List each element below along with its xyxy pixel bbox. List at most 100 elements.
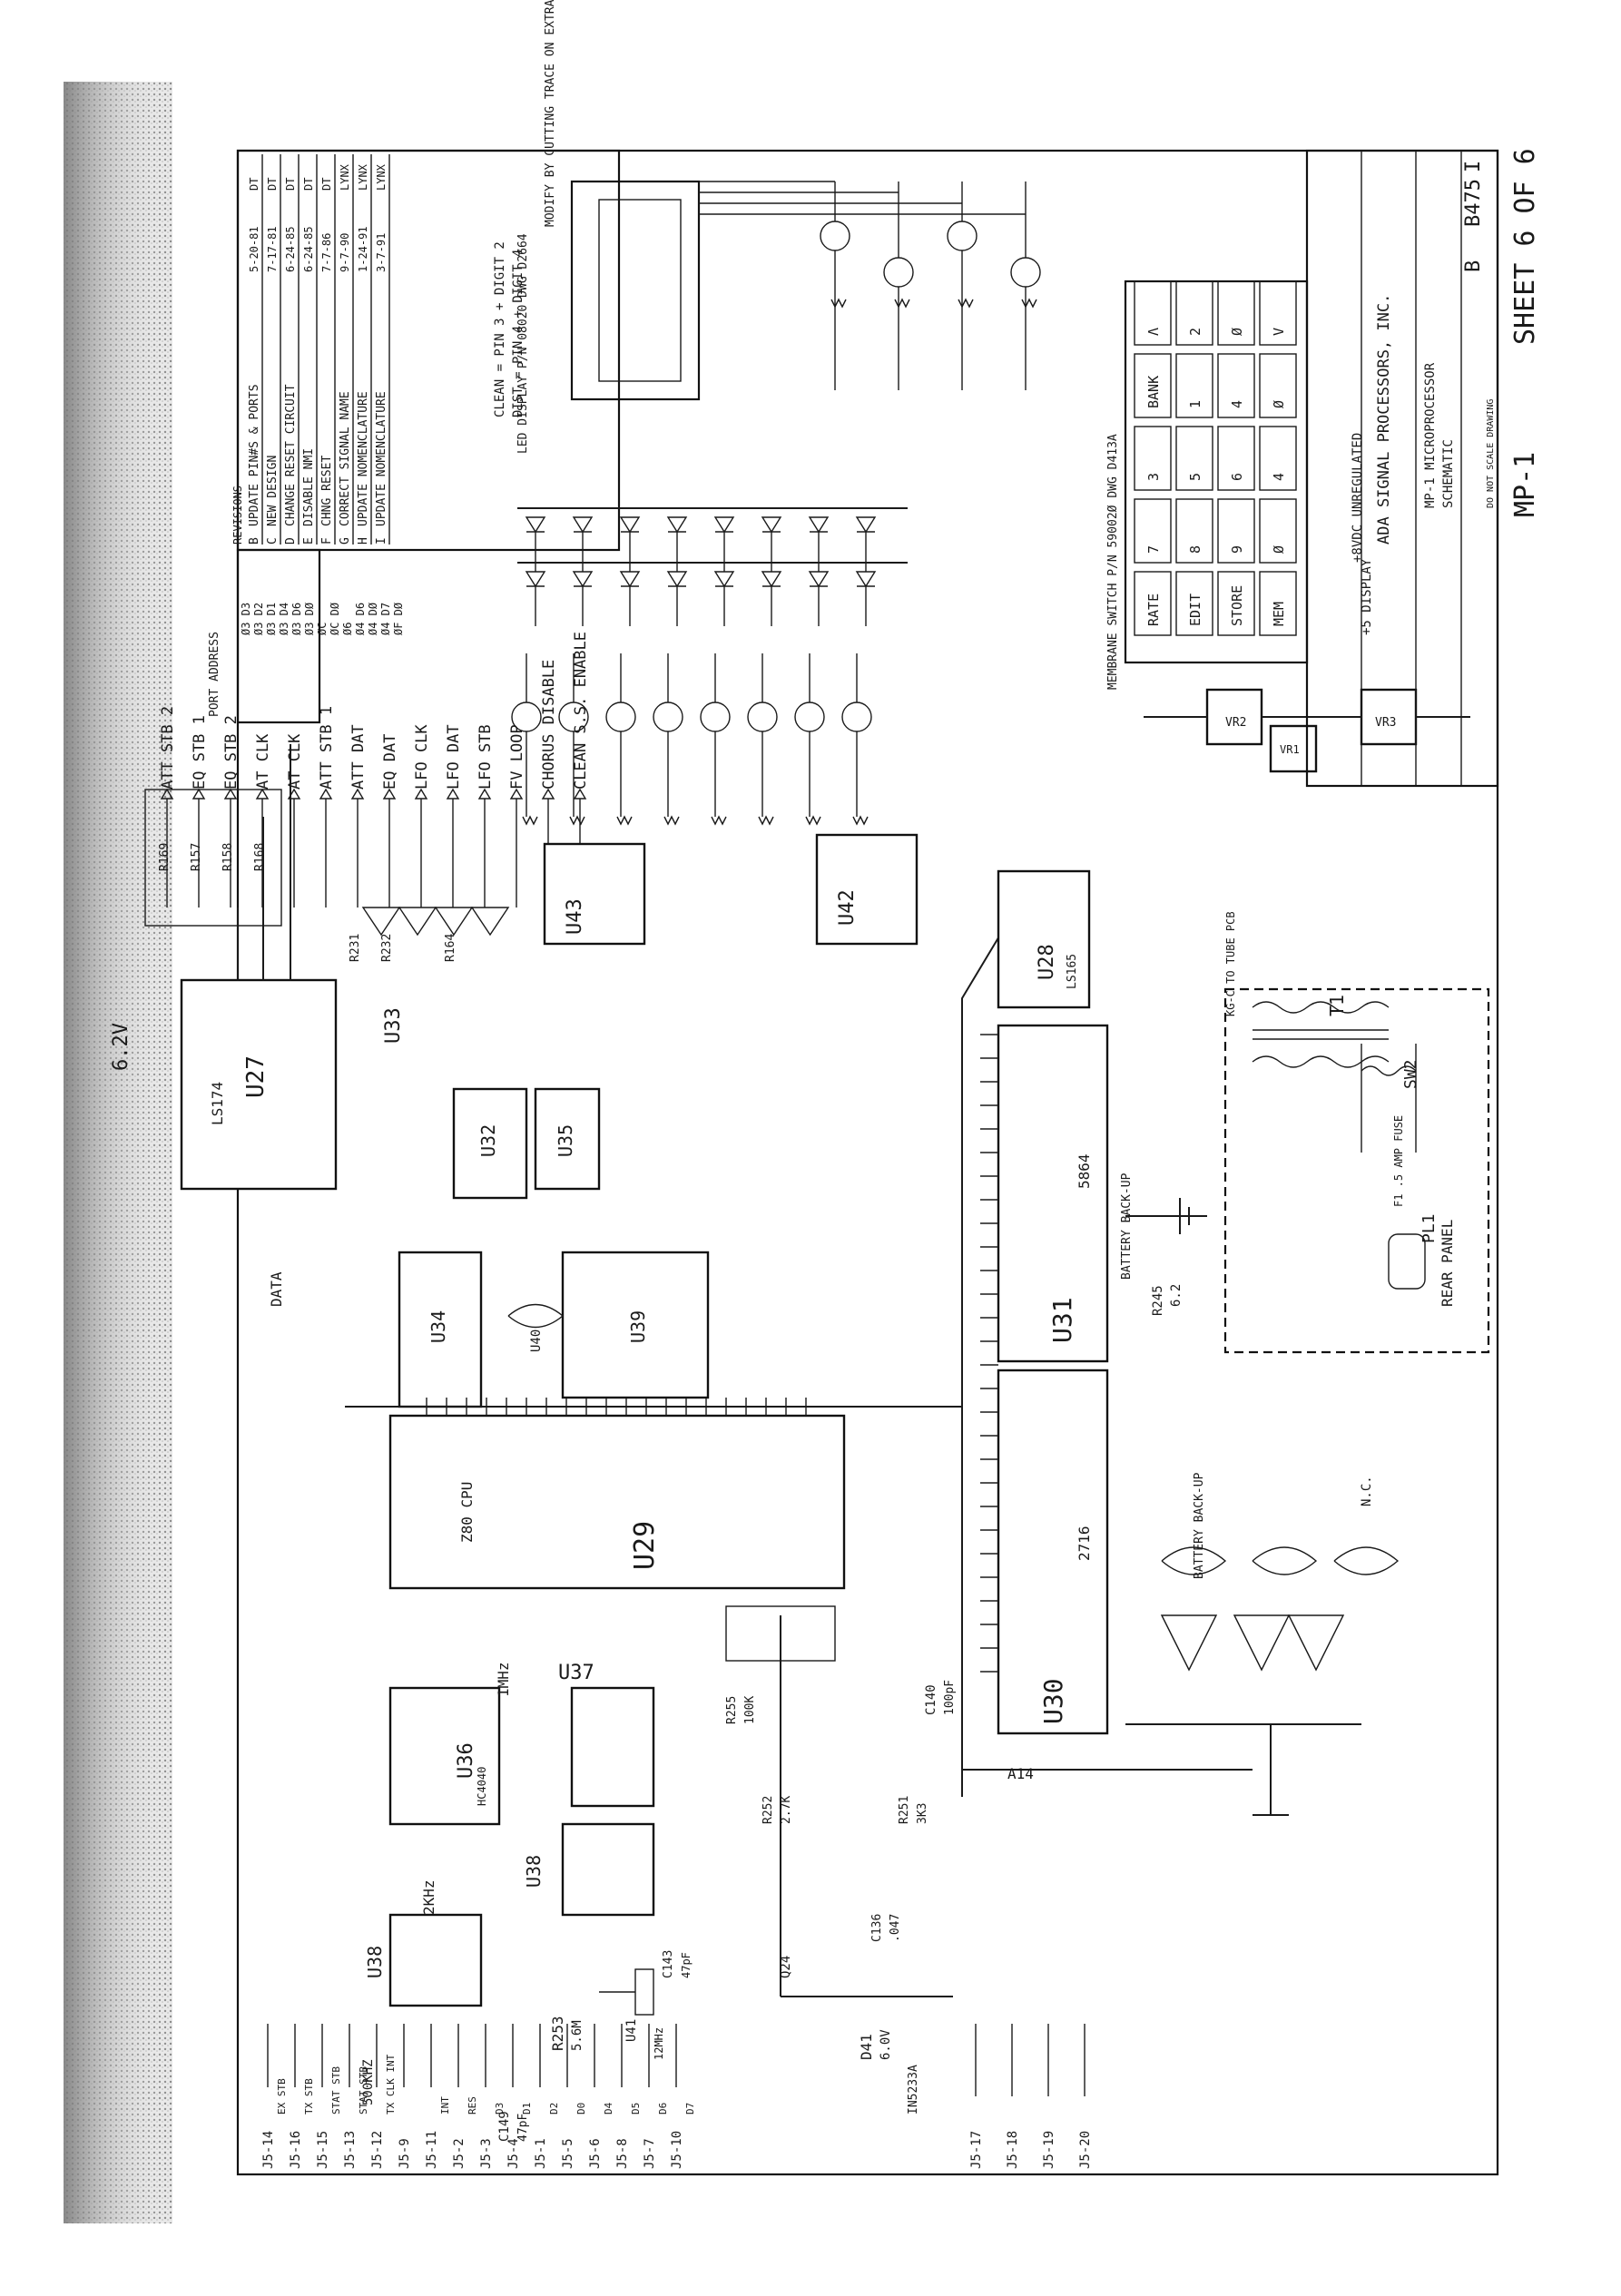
bottom-connector-pin: J5-17 [969,2131,984,2169]
title-line-2: SCHEMATIC [1441,439,1456,508]
revision-description: UPDATE PIN#S & PORTS [248,384,261,526]
size-label: B [1462,260,1485,272]
modify-note: MODIFY BY CUTTING TRACE ON EXTRA LED. [544,0,557,227]
revision-date: 5-20-81 [248,226,260,272]
signal-label: EQ STB 1 [191,715,209,790]
chip-u30-eprom: U30 2716 [997,1369,1109,1735]
clk-2khz-label: 2KHz [420,1879,437,1915]
display-supply-note: +5 DISPLAY [1360,558,1374,635]
unregulated-note: +8VDC UNREGULATED [1351,433,1365,563]
revision-date: 7-7-86 [320,233,333,272]
r164-label: R164 [444,934,457,962]
r253-label: R253 [549,2016,566,2051]
chip-u38-top: U38 [523,1822,655,1917]
u41-label: U41 [624,2019,639,2042]
address-bus [345,907,1017,1408]
chip-u27-type: LS174 [209,1082,226,1125]
chip-u35-label: U35 [555,1124,576,1157]
revision-by: DT [266,178,279,191]
keypad-key: 8 [1187,545,1203,554]
connector-pin: J5-16 [289,2131,303,2169]
port-address-row: ØC DØ [329,602,341,635]
r232-label: R232 [380,934,394,962]
chip-u27-label: U27 [242,1055,270,1098]
clean-note: CLEAN = PIN 3 + DIGIT 2 [493,241,507,417]
keypad-key: 4 [1229,400,1245,408]
keypad-key: 7 [1145,545,1162,554]
signal-label: EQ DAT [381,734,399,790]
revision-letter: C [266,537,280,545]
signal-label: LFO STB [476,724,495,790]
connector-signal: D3 [494,2103,506,2114]
revision-by: LYNX [339,163,351,191]
clk-500khz-label: 500KHZ [361,2059,376,2105]
revision-date: 7-17-81 [266,226,279,272]
connector-signal: D4 [603,2102,614,2114]
chip-u36-type: HC4040 [476,1767,488,1806]
chip-u32: U32 [452,1087,528,1200]
r168-label: R168 [253,843,267,871]
keypad-key: MEM [1271,602,1287,626]
resistor-pack-r157: R169 R157 R158 R168 [144,789,282,927]
revision-by: DT [302,178,315,191]
r255-value: 100K [743,1696,757,1724]
keypad-key: 3 [1145,473,1162,481]
port-address-row: Ø4 D6 [354,603,367,635]
gates-bottom-right: N.C. A14 [962,1476,1400,1816]
connector-pin: J5-1 [534,2138,548,2169]
chip-u40-label: U40 [529,1330,544,1352]
rev-header: REVISIONS [231,486,244,545]
chip-u28-label: U28 [1036,944,1058,980]
c136-value: .047 [889,1914,902,1942]
dist-note: DIST = PIN 4 + DIGIT 4 [511,250,526,417]
connector-pin: J5-11 [425,2131,439,2169]
chip-u34-label: U34 [427,1310,449,1343]
connector-signal: TX CLK INT [385,2054,397,2114]
chip-u38b-label: U38 [523,1855,545,1888]
rear-panel-label: REAR PANEL [1439,1220,1456,1307]
sheet-label: SHEET 6 OF 6 [1509,148,1541,345]
keypad-key: 1 [1187,400,1203,408]
chip-u42-label: U42 [836,889,859,926]
do-not-scale-note: DO NOT SCALE DRAWING [1486,399,1496,508]
keypad-key: 4 [1271,473,1287,481]
connector-pin: J5-7 [643,2138,657,2169]
keypad-key: 6 [1229,473,1245,481]
kgc-label: KG-C TO TUBE PCB [1224,911,1237,1016]
chip-u31-type: 5864 [1076,1153,1093,1189]
r253-value: 5.6M [570,2020,585,2051]
chip-u37-label: U37 [558,1662,594,1684]
chip-u37: U37 [558,1662,655,1808]
chip-u33-label: U33 [382,1007,405,1044]
r252-value: 2.7K [780,1796,793,1824]
r251-value: 3K3 [916,1803,929,1824]
led-display: LED DISPLAY P/N 08020 DWG D2664 CLEAN = … [493,0,701,454]
revision-date: 1-24-91 [357,226,369,272]
keypad-key: BANK [1145,376,1162,408]
revision-date: 6-24-85 [302,226,315,272]
port-address-row: Ø3 D6 [290,603,303,635]
signal-label: FV LOOP [508,724,526,790]
revision-letter: I [375,537,388,545]
led-matrix [517,507,908,626]
c143-value: 47pF [680,1952,693,1978]
connector-pin: J5-10 [670,2131,684,2169]
d41-part: IN5233A [907,2065,920,2114]
revision-letter: G [339,537,352,545]
revision-by: DT [320,178,333,191]
keypad-key: V [1271,328,1287,336]
scan-shadow [64,82,172,2223]
chip-u39: U39 [561,1251,710,1399]
c149-label: C149 [497,2111,512,2142]
chip-u29-label: U29 [629,1521,661,1570]
revision-description: NEW DESIGN [266,456,280,526]
chip-u31-label: U31 [1047,1297,1077,1343]
pl1-label: PL1 [1420,1213,1439,1243]
vr1-label: VR1 [1280,743,1300,756]
signal-label: ATT DAT [349,724,368,790]
